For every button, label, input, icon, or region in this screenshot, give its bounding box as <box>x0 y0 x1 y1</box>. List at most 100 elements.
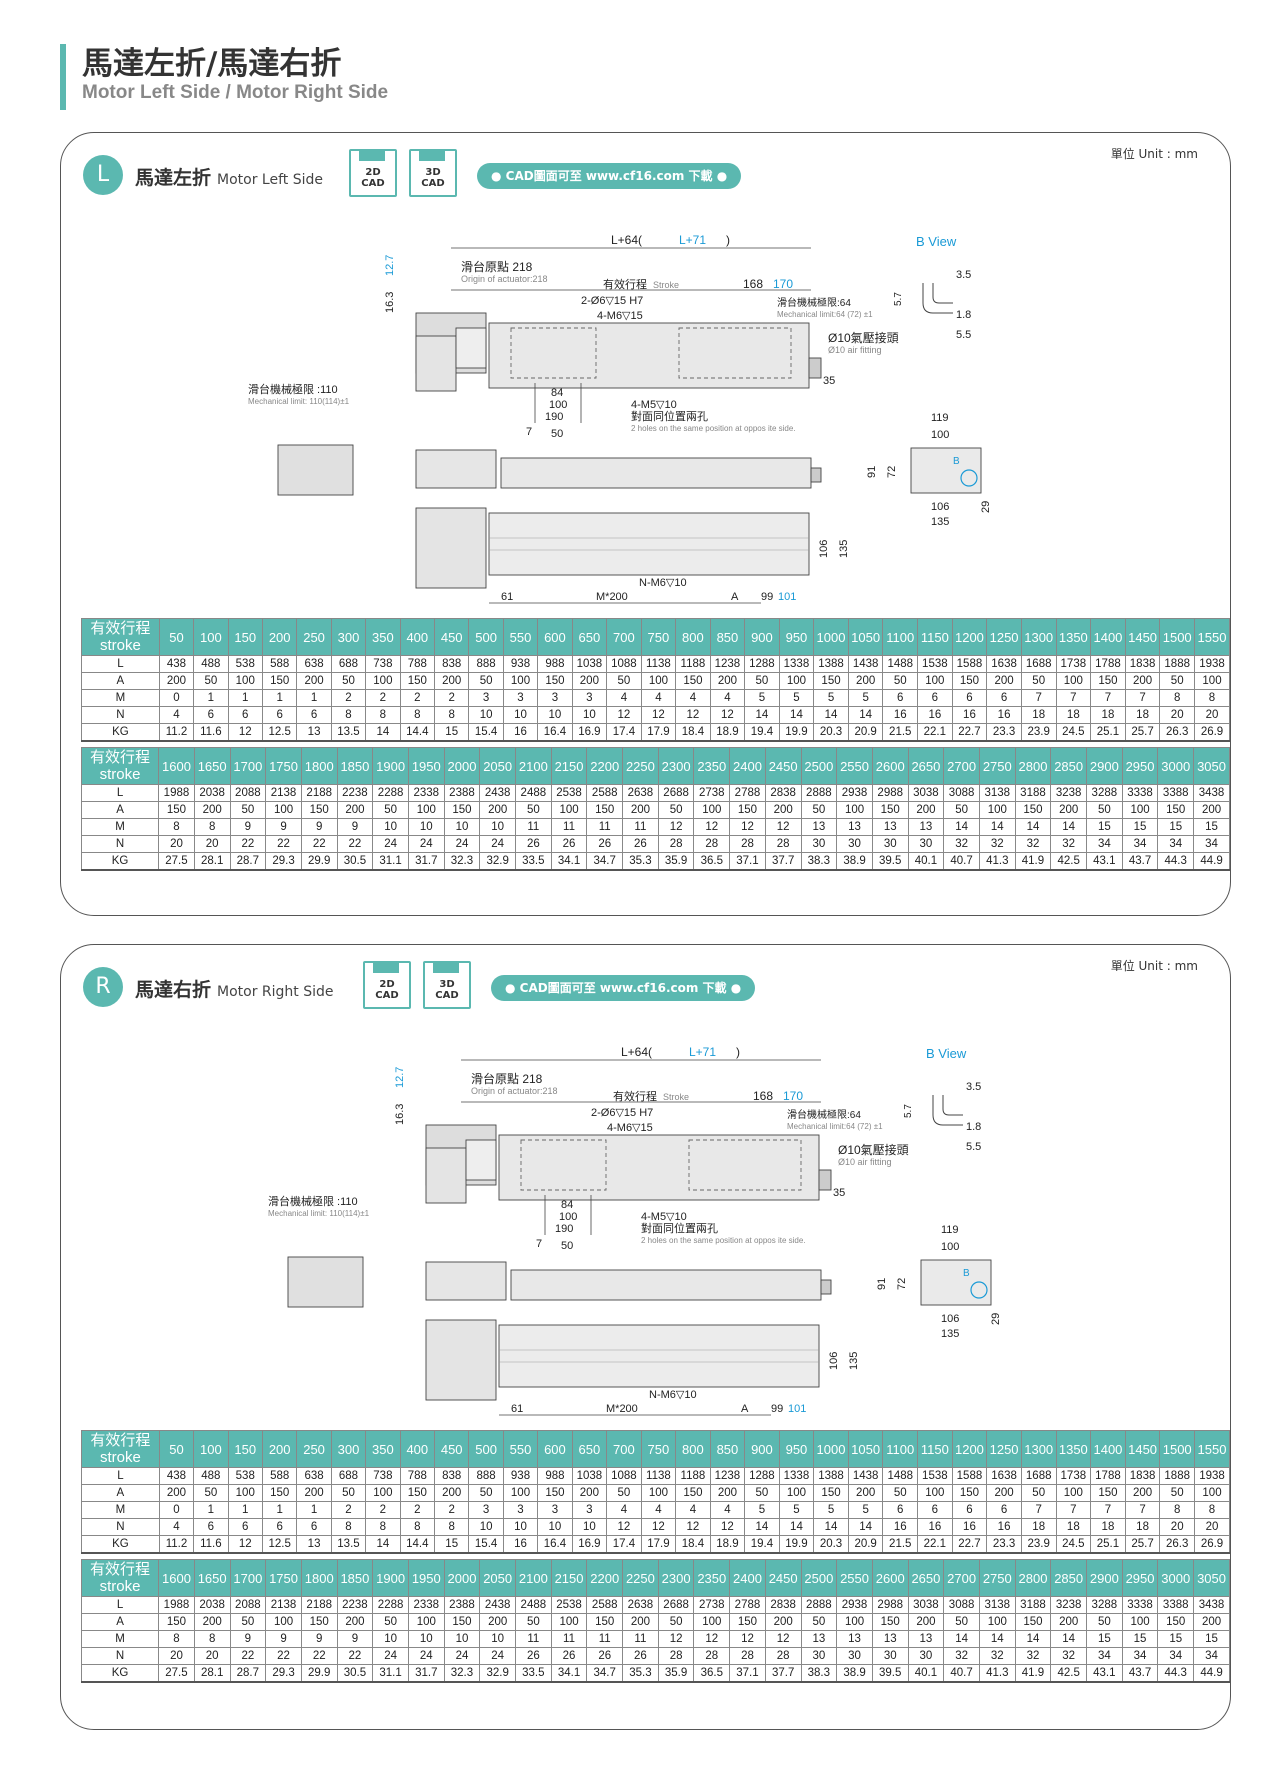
table-cell: 20.3 <box>813 723 849 742</box>
table-cell: 50 <box>657 1613 695 1631</box>
dim-50: 50 <box>551 428 563 440</box>
stroke-header-en: stroke <box>99 1578 141 1595</box>
outline <box>277 444 354 496</box>
header-accent-bar <box>60 44 66 110</box>
dim-135: 135 <box>838 540 850 558</box>
dim-168: 168 <box>753 1089 773 1103</box>
table-cell: 50 <box>229 1613 267 1631</box>
cad-label-line2: CAD <box>435 990 459 1001</box>
table-cell: 17.9 <box>640 1535 677 1554</box>
table-cell: 24 <box>407 835 445 853</box>
table-cell: 22 <box>265 1647 302 1665</box>
outline <box>415 507 487 589</box>
table-cell: 18 <box>1020 1518 1057 1536</box>
stroke-value: 2150 <box>550 747 588 785</box>
table-cell: 26 <box>586 835 624 853</box>
m5-hole: 4-M5▽10 <box>641 1211 687 1223</box>
table-cell: 14 <box>813 1518 849 1536</box>
outline <box>465 1139 497 1181</box>
table-cell: 18 <box>1090 1518 1126 1536</box>
stroke-value: 2700 <box>943 747 980 785</box>
table-cell: 20 <box>1194 706 1230 724</box>
table-cell: 2338 <box>407 784 445 802</box>
table-cell: 22 <box>265 835 302 853</box>
table-cell: 24.5 <box>1055 723 1092 742</box>
table-cell: 12 <box>640 706 677 724</box>
dim-61: 61 <box>511 1403 523 1415</box>
table-cell: 150 <box>399 1484 436 1502</box>
cad-download-link[interactable]: ● CAD圖面可至 www.cf16.com 下載 ● <box>491 975 756 1001</box>
dim-101: 101 <box>778 591 796 603</box>
table-cell: 12 <box>640 1518 677 1536</box>
table-cell: 24 <box>407 1647 445 1665</box>
table-cell: 28 <box>657 1647 695 1665</box>
table-cell: 29.9 <box>300 852 338 871</box>
length-alt-label: L+71 <box>689 1045 716 1059</box>
cad-download-link[interactable]: ● CAD圖面可至 www.cf16.com 下載 ● <box>477 163 742 189</box>
table-cell: 26 <box>622 1647 659 1665</box>
outline <box>678 327 792 379</box>
table-cell: 32.3 <box>443 1664 481 1683</box>
stroke-value: 2450 <box>764 747 802 785</box>
paren: ) <box>736 1045 740 1059</box>
row-label: N <box>81 1518 160 1536</box>
table-cell: 15 <box>1193 1630 1230 1648</box>
table-cell: 28 <box>764 1647 802 1665</box>
table-cell: 14 <box>778 706 815 724</box>
table-cell: 200 <box>158 1484 195 1502</box>
end-72: 72 <box>886 466 898 478</box>
outline <box>808 357 822 379</box>
table-cell: 100 <box>978 1613 1016 1631</box>
table-cell: 888 <box>468 1467 504 1485</box>
table-cell: 28 <box>693 835 731 853</box>
table-cell: 150 <box>871 801 909 819</box>
table-cell: 14 <box>365 1535 401 1554</box>
cad-label-line2: CAD <box>375 990 399 1001</box>
row-label: M <box>80 1630 160 1648</box>
table-cell: 22 <box>300 835 338 853</box>
stroke-value: 2850 <box>1050 1559 1087 1597</box>
table-cell: 12 <box>729 818 766 836</box>
dim-84: 84 <box>551 387 563 399</box>
table-cell: 100 <box>1194 1484 1230 1502</box>
table-cell: 200 <box>433 1484 470 1502</box>
table-cell: 6 <box>227 1518 263 1536</box>
table-cell: 12 <box>657 818 695 836</box>
table-cell: 16 <box>917 706 953 724</box>
dim-16-3: 16.3 <box>394 1104 406 1125</box>
stroke-value: 550 <box>502 1430 539 1468</box>
stroke-value: 1950 <box>407 747 445 785</box>
page-subtitle: Motor Left Side / Motor Right Side <box>82 82 389 103</box>
stroke-value: 1050 <box>847 1430 884 1468</box>
stroke-value: 950 <box>778 1430 815 1468</box>
table-cell: 1188 <box>675 1467 711 1485</box>
table-cell: 12 <box>764 818 802 836</box>
mech2-cn: 滑台機械極限 :110 <box>248 382 338 396</box>
stroke-value: 350 <box>365 1430 401 1468</box>
table-cell: 32.9 <box>479 852 516 871</box>
table-cell: 9 <box>265 1630 302 1648</box>
table-cell: 150 <box>158 801 195 819</box>
table-cell: 34.1 <box>550 1664 588 1683</box>
stroke-value: 1850 <box>336 747 374 785</box>
stroke-value: 2800 <box>1014 1559 1052 1597</box>
dim-190: 190 <box>545 411 563 423</box>
dim-168: 168 <box>743 277 763 291</box>
end-135: 135 <box>941 1328 959 1340</box>
table-cell: 34.7 <box>586 852 624 871</box>
table-cell: 50 <box>943 1613 980 1631</box>
table-cell: 14.4 <box>399 1535 436 1554</box>
stroke-value: 2650 <box>907 1559 945 1597</box>
table-cell: 10 <box>537 1518 573 1536</box>
table-cell: 41.3 <box>978 1664 1016 1683</box>
table-cell: 1438 <box>847 1467 884 1485</box>
table-cell: 24 <box>443 835 481 853</box>
table-cell: 40.1 <box>907 852 945 871</box>
table-cell: 5 <box>813 1501 849 1519</box>
table-cell: 2 <box>330 689 367 707</box>
hole-2: 4-M6▽15 <box>607 1122 653 1134</box>
